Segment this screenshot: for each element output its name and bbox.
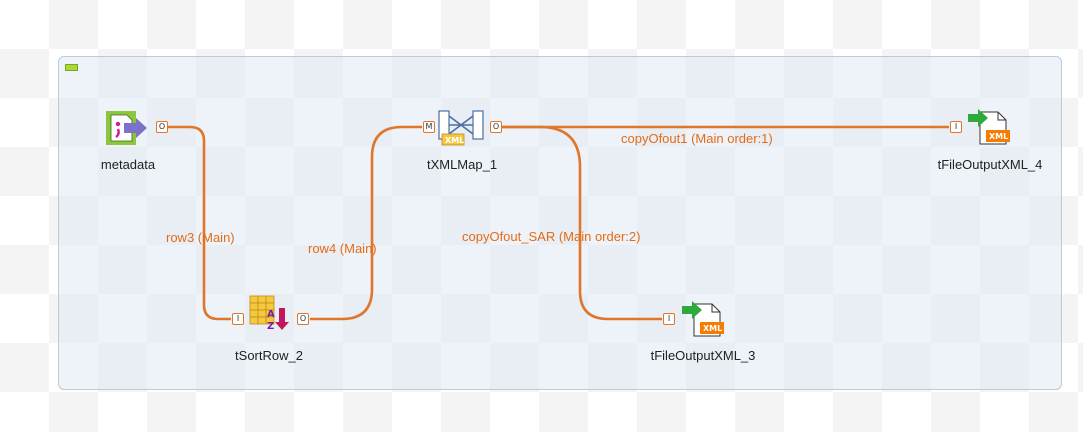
out4-label: tFileOutputXML_4 [937,157,1043,172]
out4-input-port[interactable]: I [950,121,962,133]
out4-badge: XML [989,132,1008,141]
link-label-copyOfout1[interactable]: copyOfout1 (Main order:1) [621,131,773,146]
xml-file-output-icon[interactable]: XML [680,298,728,338]
link-label-row4[interactable]: row4 (Main) [308,241,377,256]
subjob-collapse-toggle[interactable] [65,64,78,71]
sort-input-port[interactable]: I [232,313,244,325]
subjob-container[interactable] [58,56,1062,390]
sort-label: tSortRow_2 [235,348,303,363]
link-label-copyOfout-SAR[interactable]: copyOfout_SAR (Main order:2) [462,229,641,244]
xmlmap-label: tXMLMap_1 [426,157,498,172]
delimited-file-input-icon[interactable] [105,110,151,146]
sort-row-icon[interactable]: A Z [247,294,293,334]
link-label-row3[interactable]: row3 (Main) [166,230,235,245]
sort-glyph-top: A [267,309,275,320]
out3-input-port[interactable]: I [663,313,675,325]
out3-label: tFileOutputXML_3 [650,348,756,363]
xml-map-icon[interactable]: XML [436,108,488,148]
out3-badge: XML [703,324,722,333]
metadata-label: metadata [100,157,156,172]
metadata-output-port[interactable]: O [156,121,168,133]
sort-output-port[interactable]: O [297,313,309,325]
xmlmap-main-input-port[interactable]: M [423,121,435,133]
xmlmap-badge: XML [445,136,464,145]
sort-glyph-bottom: Z [267,321,274,332]
xml-file-output-icon[interactable]: XML [966,106,1014,146]
xmlmap-output-port[interactable]: O [490,121,502,133]
